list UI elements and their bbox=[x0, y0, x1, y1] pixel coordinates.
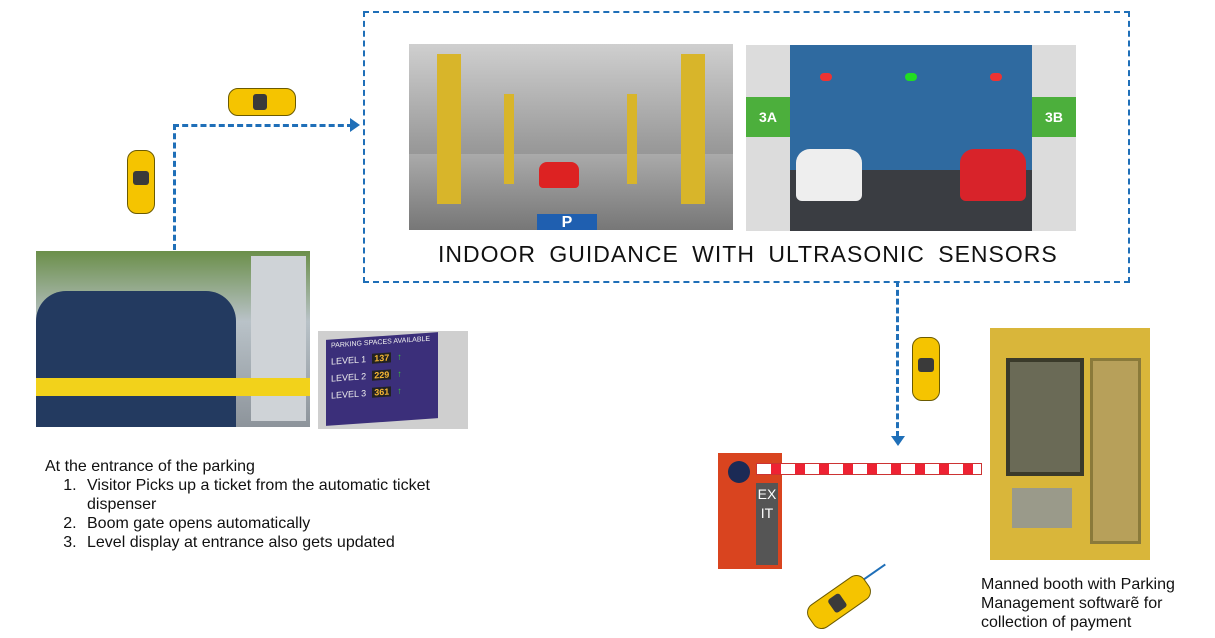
connector-line bbox=[173, 124, 176, 250]
bay-label: 3A bbox=[746, 97, 790, 137]
arrow-up-icon: ↑ bbox=[397, 351, 402, 362]
entrance-step: Visitor Picks up a ticket from the autom… bbox=[81, 476, 487, 514]
entrance-description: At the entrance of the parking Visitor P… bbox=[45, 457, 487, 552]
connector-line bbox=[173, 124, 353, 127]
guidance-frame bbox=[363, 11, 1130, 283]
exit-sign: EXIT bbox=[756, 483, 778, 565]
arrow-down-icon bbox=[891, 436, 905, 446]
boom-gate: EXIT bbox=[718, 453, 782, 569]
arrow-right-icon bbox=[350, 118, 360, 132]
level-display-title: PARKING SPACES AVAILABLE bbox=[331, 335, 431, 350]
manned-booth-photo bbox=[990, 328, 1150, 560]
arrow-up-icon: ↑ bbox=[397, 385, 402, 396]
parking-sign: P bbox=[537, 214, 597, 230]
guidance-title: INDOOR GUIDANCE WITH ULTRASONIC SENSORS bbox=[438, 241, 1058, 267]
entrance-step: Level display at entrance also gets upda… bbox=[81, 533, 487, 552]
sensor-red-icon bbox=[820, 73, 832, 81]
parking-bays-photo: 3A 3B bbox=[746, 45, 1076, 231]
boom-arm bbox=[756, 463, 982, 475]
entrance-step: Boom gate opens automatically bbox=[81, 514, 487, 533]
car-icon bbox=[228, 88, 296, 116]
ticket-dispenser-photo bbox=[36, 251, 310, 427]
arrow-up-icon: ↑ bbox=[397, 368, 402, 379]
car-icon bbox=[127, 150, 155, 214]
bay-label: 3B bbox=[1032, 97, 1076, 137]
booth-caption: Manned booth with Parking Management sof… bbox=[981, 576, 1175, 631]
sensor-red-icon bbox=[990, 73, 1002, 81]
indoor-garage-photo: P bbox=[409, 44, 733, 230]
entrance-heading: At the entrance of the parking bbox=[45, 458, 255, 475]
car-icon bbox=[912, 337, 940, 401]
connector-line bbox=[896, 281, 899, 437]
sensor-green-icon bbox=[905, 73, 917, 81]
car-icon bbox=[803, 571, 875, 633]
